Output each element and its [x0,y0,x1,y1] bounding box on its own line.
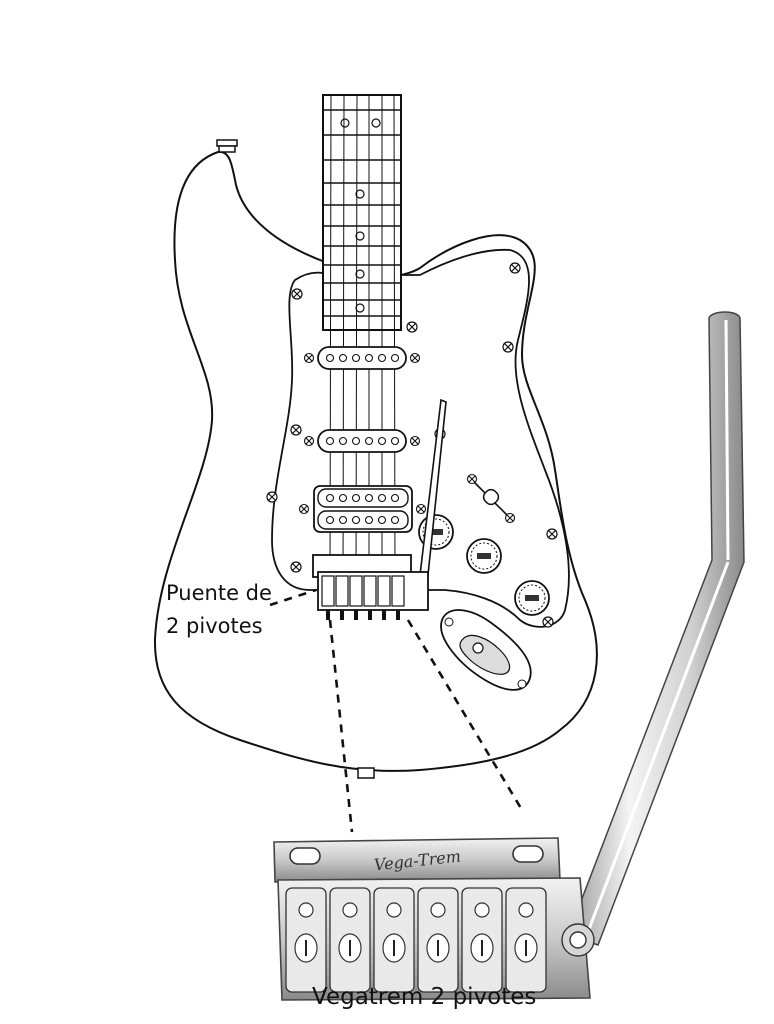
neck-pickup [303,346,421,370]
fret-lines [323,109,401,317]
bridge-humbucker [298,485,427,533]
arm-socket [561,923,595,957]
vegatrem-caption: Vegatrem 2 pivotes [312,984,537,1010]
middle-pickup [303,429,421,453]
callout-lines [269,588,524,833]
bridge-callout-label-line1: Puente de [166,581,272,605]
bridge-callout-label-line2: 2 pivotes [166,614,263,638]
guitar-neck [322,94,402,331]
fret-markers [340,118,381,313]
saddle-screw-slots [305,940,527,956]
tone-knob-1 [466,538,502,574]
strap-button-bottom [357,767,375,779]
pickup-selector-switch [466,473,516,524]
vegatrem-bridge: Vega-Trem [273,837,595,1001]
tone-knob-2 [514,580,550,616]
strap-button-top [216,139,238,153]
guitar-bridge [312,554,429,620]
output-jack-plate [440,609,532,691]
